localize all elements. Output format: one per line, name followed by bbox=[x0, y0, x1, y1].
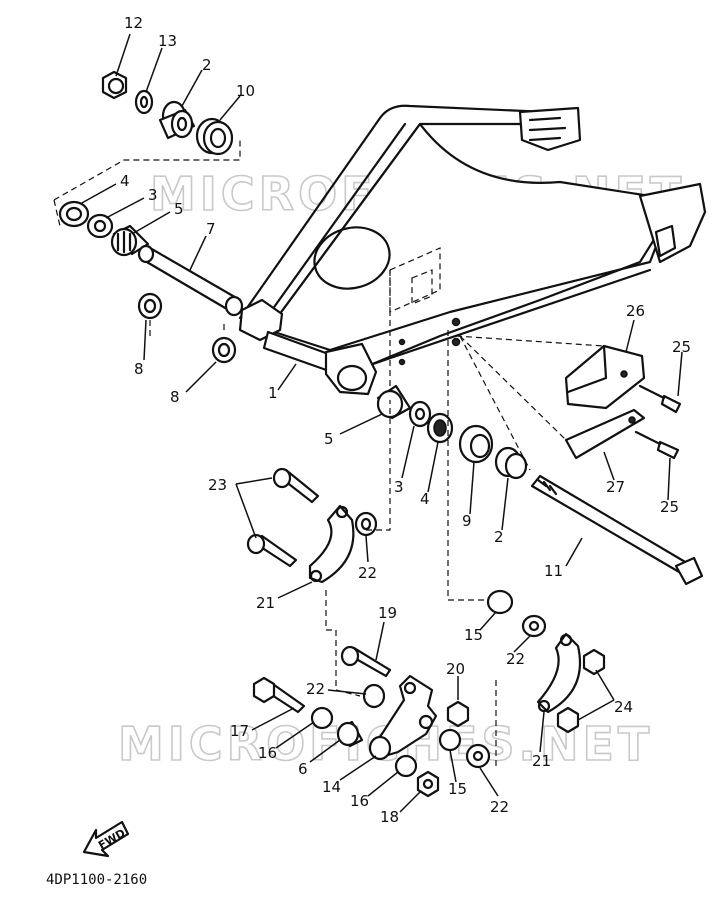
callout-22c: 22 bbox=[306, 680, 325, 698]
part-11-pivot-shaft bbox=[530, 474, 704, 586]
part-22-collar-low bbox=[465, 743, 491, 769]
part-26-chain-guide bbox=[564, 344, 646, 410]
part-3-washer-right bbox=[408, 400, 432, 428]
callout-21b: 21 bbox=[532, 752, 551, 770]
callout-2b: 2 bbox=[494, 528, 504, 546]
callouts: 12 13 2 10 4 3 5 7 8 8 1 5 3 4 9 2 26 25… bbox=[120, 14, 691, 826]
swingarm bbox=[238, 104, 707, 400]
callout-1: 1 bbox=[268, 384, 278, 402]
part-7-pivot-collar bbox=[137, 244, 244, 317]
callout-18: 18 bbox=[380, 808, 399, 826]
callout-21a: 21 bbox=[256, 594, 275, 612]
part-5-bearing-right bbox=[376, 384, 412, 420]
part-4-seal bbox=[58, 200, 90, 228]
part-15-collar-mid bbox=[486, 589, 514, 615]
callout-20: 20 bbox=[446, 660, 465, 678]
callout-22a: 22 bbox=[358, 564, 377, 582]
callout-16b: 16 bbox=[350, 792, 369, 810]
part-20-nut bbox=[446, 700, 470, 728]
callout-11: 11 bbox=[544, 562, 563, 580]
callout-14: 14 bbox=[322, 778, 341, 796]
fwd-arrow-icon: FWD bbox=[82, 820, 130, 858]
part-17-bolt bbox=[252, 676, 306, 714]
part-19-bolt bbox=[340, 645, 392, 678]
callout-12: 12 bbox=[124, 14, 143, 32]
part-22-collar-mid bbox=[521, 614, 547, 638]
callout-3b: 3 bbox=[394, 478, 404, 496]
part-15-collar-low bbox=[438, 728, 462, 752]
callout-15b: 15 bbox=[448, 780, 467, 798]
callout-3: 3 bbox=[148, 186, 158, 204]
callout-17: 17 bbox=[230, 722, 249, 740]
callout-19: 19 bbox=[378, 604, 397, 622]
part-27-plate bbox=[564, 408, 646, 460]
part-24-nut-bottom bbox=[556, 706, 580, 734]
callout-5b: 5 bbox=[324, 430, 334, 448]
callout-6: 6 bbox=[298, 760, 308, 778]
diagram-code: 4DP1100-2160 bbox=[46, 872, 147, 888]
part-13-washer bbox=[134, 89, 154, 115]
callout-24: 24 bbox=[614, 698, 633, 716]
callout-7: 7 bbox=[206, 220, 216, 238]
part-24-nut-top bbox=[582, 648, 606, 676]
callout-4b: 4 bbox=[420, 490, 430, 508]
callout-25b: 25 bbox=[660, 498, 679, 516]
part-25-screw-top bbox=[638, 384, 682, 414]
callout-8a: 8 bbox=[134, 360, 144, 378]
part-8-bushing-b bbox=[211, 336, 237, 364]
part-8-bushing-a bbox=[137, 292, 163, 320]
part-23-bolt-bottom bbox=[246, 533, 298, 568]
callout-25a: 25 bbox=[672, 338, 691, 356]
part-21-link-left bbox=[308, 504, 355, 584]
part-16-collar-b bbox=[394, 754, 418, 778]
part-2-collar bbox=[158, 100, 196, 140]
part-9-bearing-right bbox=[458, 424, 494, 464]
callout-2: 2 bbox=[202, 56, 212, 74]
part-18-nut bbox=[416, 770, 440, 798]
part-2-collar-right bbox=[494, 446, 528, 480]
leader-lines bbox=[79, 33, 683, 813]
part-22-collar-upper bbox=[354, 511, 378, 537]
part-23-bolt-top bbox=[272, 467, 320, 504]
callout-23: 23 bbox=[208, 476, 227, 494]
callout-16a: 16 bbox=[258, 744, 277, 762]
part-22-collar-lower bbox=[362, 683, 386, 709]
callout-9: 9 bbox=[462, 512, 472, 530]
part-4-seal-right bbox=[426, 412, 454, 444]
part-16-collar-a bbox=[310, 706, 334, 730]
callout-22b: 22 bbox=[506, 650, 525, 668]
part-21-link-right bbox=[536, 632, 582, 714]
callout-13: 13 bbox=[158, 32, 177, 50]
callout-10: 10 bbox=[236, 82, 255, 100]
part-6-bearing bbox=[336, 720, 364, 748]
callout-26: 26 bbox=[626, 302, 645, 320]
callout-15a: 15 bbox=[464, 626, 483, 644]
part-25-screw-bottom bbox=[634, 430, 680, 460]
callout-22d: 22 bbox=[490, 798, 509, 816]
part-3-washer bbox=[86, 213, 114, 239]
callout-5: 5 bbox=[174, 200, 184, 218]
part-12-nut bbox=[101, 70, 128, 100]
callout-4: 4 bbox=[120, 172, 130, 190]
part-14-relay-arm bbox=[368, 674, 438, 761]
part-5-bearing bbox=[110, 224, 150, 257]
callout-8b: 8 bbox=[170, 388, 180, 406]
callout-27: 27 bbox=[606, 478, 625, 496]
part-10-bearing bbox=[195, 117, 234, 156]
